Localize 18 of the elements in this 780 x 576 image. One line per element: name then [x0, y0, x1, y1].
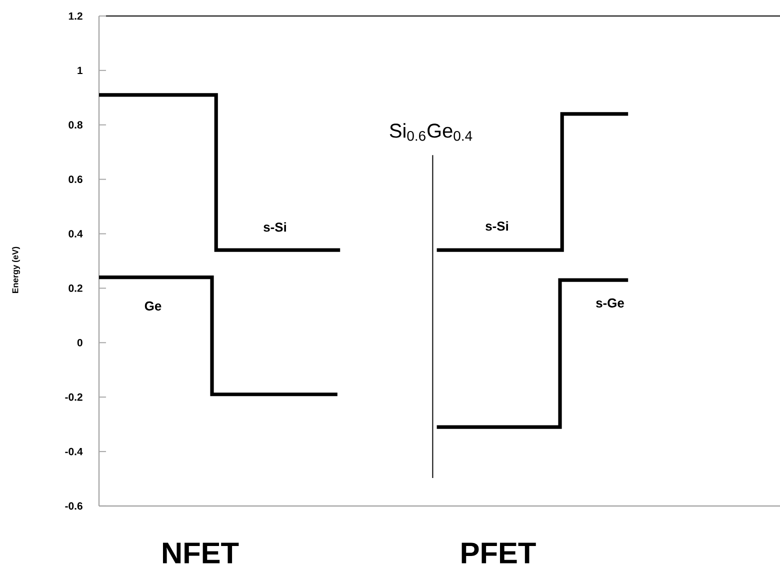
material-label: s-Si — [486, 221, 508, 231]
tick-label: 1 — [78, 66, 82, 74]
tick-label: -0.6 — [65, 502, 82, 510]
tick-label: 0 — [77, 338, 82, 346]
tick-label: 1.2 — [68, 12, 82, 20]
tick-label: 0.6 — [68, 176, 82, 184]
material-label: s-Si — [264, 222, 286, 232]
device-label: NFET — [163, 542, 239, 564]
material-label: s-Ge — [596, 298, 624, 308]
device-label: PFET — [462, 542, 536, 564]
tick-label: 0.2 — [68, 284, 82, 292]
tick-label: -0.2 — [65, 393, 82, 401]
axis-title: Energy (eV) — [12, 246, 20, 293]
material-label: Ge — [144, 301, 162, 311]
tick-label: -0.4 — [65, 448, 83, 456]
tick-label: 0.4 — [68, 230, 83, 238]
tick-label: 0.8 — [68, 121, 82, 129]
material-label: Si$_{0.6}$Ge$_{0.4}$ — [390, 123, 472, 141]
